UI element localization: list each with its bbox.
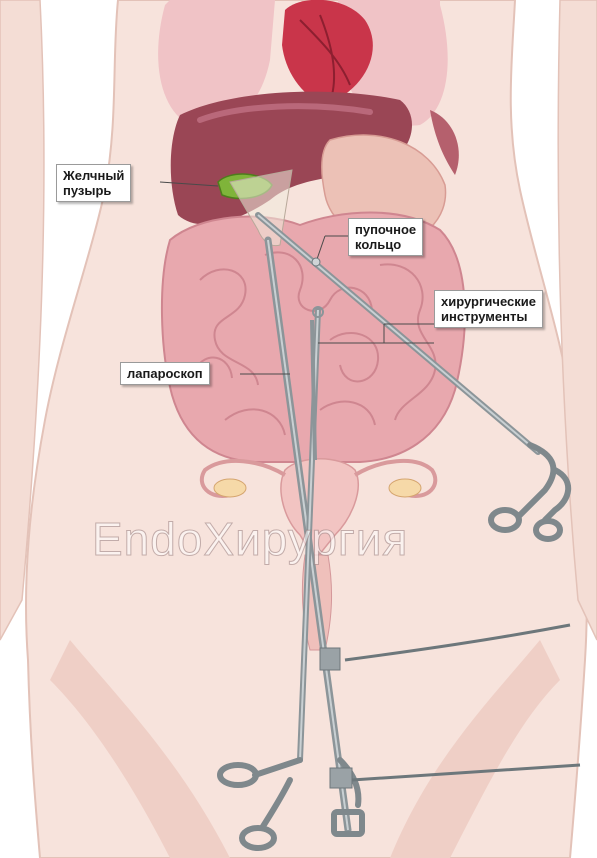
umbilical-ring-label: пупочное кольцо — [348, 218, 423, 256]
umbilical-ring-label-line2: кольцо — [355, 237, 416, 252]
laparoscope-label-line1: лапароскоп — [127, 366, 203, 381]
ovary-left — [214, 479, 246, 497]
gallbladder-label-line1: Желчный — [63, 168, 124, 183]
gallbladder-label-line2: пузырь — [63, 183, 124, 198]
gallbladder-label: Желчный пузырь — [56, 164, 131, 202]
laparoscope-label: лапароскоп — [120, 362, 210, 385]
instruments-label-line2: инструменты — [441, 309, 536, 324]
instruments-label: хирургические инструменты — [434, 290, 543, 328]
ovary-right — [389, 479, 421, 497]
instruments-label-line1: хирургические — [441, 294, 536, 309]
trocar-port-lower — [330, 768, 352, 788]
trocar-port — [320, 648, 340, 670]
watermark: EndoХирургия — [92, 512, 592, 566]
umbilical-ring-label-line1: пупочное — [355, 222, 416, 237]
